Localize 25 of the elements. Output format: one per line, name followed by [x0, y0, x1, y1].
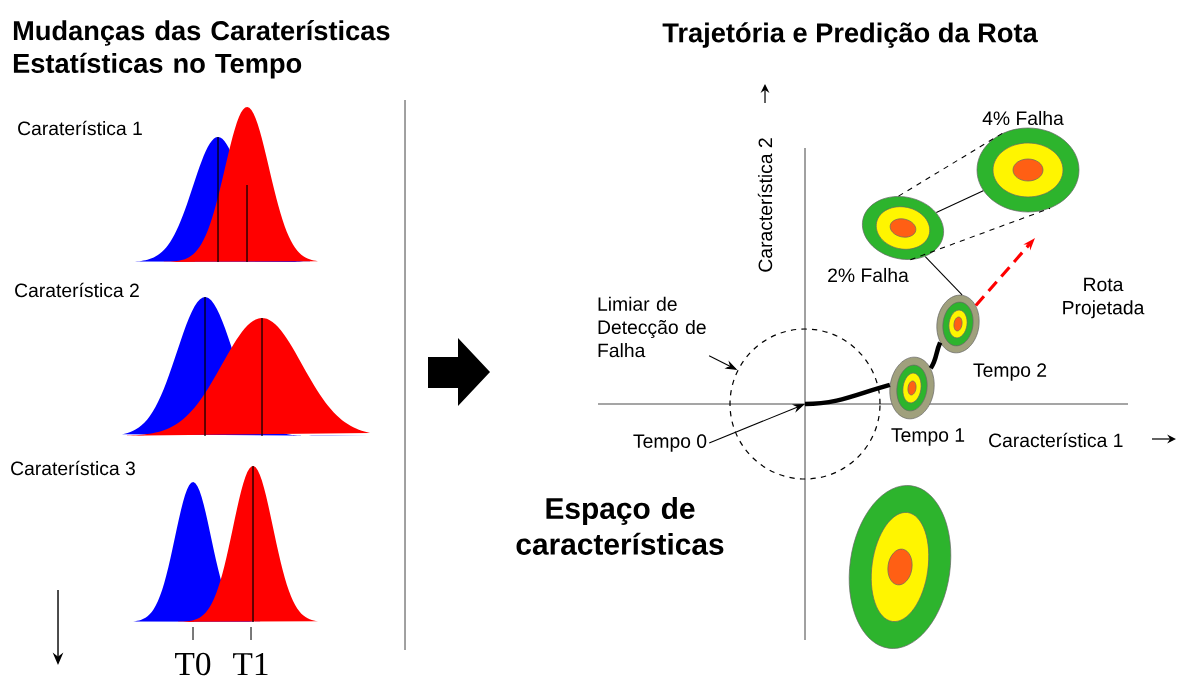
- curve-label: Caraterística 3: [11, 460, 135, 476]
- threshold-label: Limiar de Detecção de Falha: [598, 296, 706, 358]
- trajectory-line: [924, 256, 963, 296]
- route-label: Rota Projetada: [1063, 277, 1145, 319]
- node-label: Tempo 1: [891, 428, 965, 446]
- node-label: 2% Falha: [828, 267, 909, 283]
- section-heading: Espaço de características: [516, 497, 724, 555]
- trajectory-line: [909, 207, 1051, 261]
- panel-title: Mudanças das Caraterísticas Estatísticas no Tempo: [13, 20, 390, 79]
- axis-title: Característica 2: [757, 84, 773, 272]
- tick-label: T0: [175, 652, 211, 676]
- trajectory-line: [935, 190, 984, 214]
- trajectory-line: [928, 341, 943, 370]
- trajectory-line: [898, 132, 1003, 197]
- tick-label: T1: [233, 653, 268, 675]
- trajectory-line: [804, 382, 891, 407]
- node-label: 4% Falha: [982, 110, 1064, 126]
- threshold-circle: [729, 328, 881, 480]
- axis-title: Característica 1: [989, 432, 1176, 448]
- curve-label: Caraterística 2: [15, 282, 139, 298]
- panel-title: Trajetória e Predição da Rota: [662, 22, 1038, 48]
- node-label: Tempo 2: [973, 363, 1047, 381]
- curve-label: Caraterística 1: [18, 120, 142, 136]
- leader-line: [708, 404, 805, 444]
- time-label: Tempo 0: [633, 434, 707, 452]
